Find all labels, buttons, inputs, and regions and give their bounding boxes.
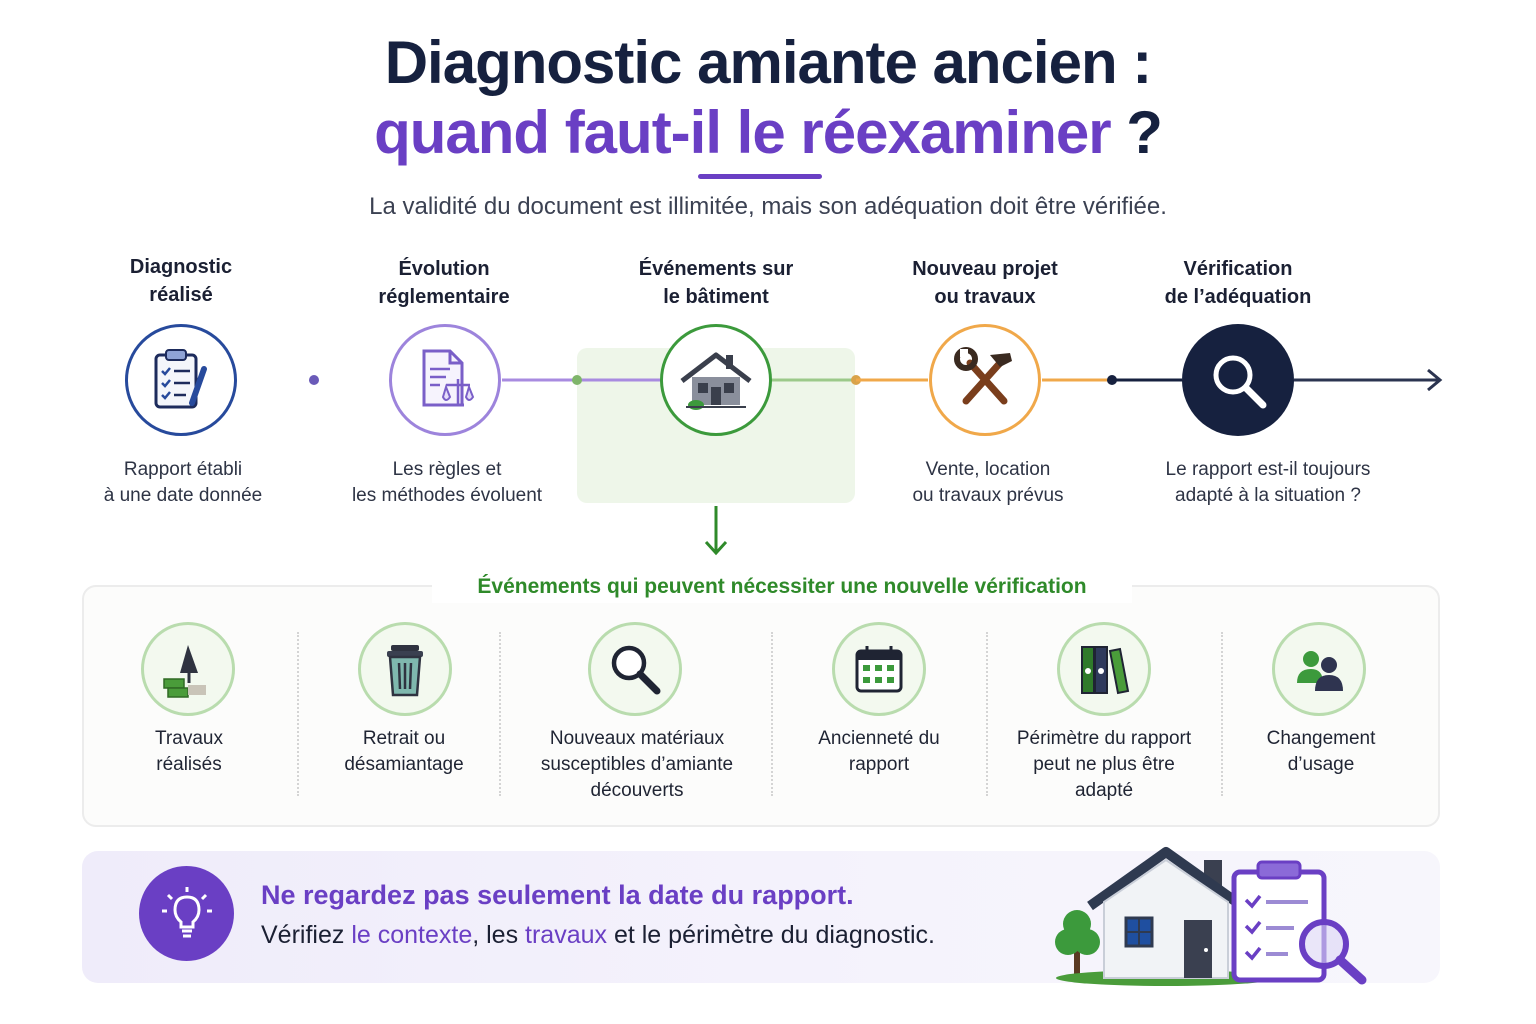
tip-highlight-works: travaux [525, 921, 608, 949]
event-circle-2 [358, 622, 452, 716]
binders-icon [1081, 646, 1130, 695]
step-circle-3 [660, 324, 772, 436]
subtitle: La validité du document est illimitée, m… [369, 193, 1167, 220]
trash-bin-icon [387, 645, 423, 697]
event-circle-5 [1057, 622, 1151, 716]
connector-dot-4 [1107, 375, 1117, 385]
event-circle-4 [832, 622, 926, 716]
connector-dot-2 [572, 375, 582, 385]
title-question-mark: ? [1110, 99, 1163, 166]
title-accent: quand faut-il le réexaminer [374, 99, 1112, 166]
title-underline [698, 174, 822, 179]
event-separator [771, 632, 773, 796]
event-circle-6 [1272, 622, 1366, 716]
event-separator [986, 632, 988, 796]
document-scale-icon [422, 349, 475, 407]
down-arrow-head [704, 540, 728, 556]
lightbulb-icon [161, 886, 212, 937]
magnifier-icon [611, 645, 661, 695]
event-separator [297, 632, 299, 796]
events-title: Événements qui peuvent nécessiter une no… [432, 571, 1132, 603]
users-icon [1297, 651, 1343, 691]
clipboard-checklist-icon [154, 349, 207, 409]
tip-highlight-context: le contexte [351, 921, 473, 949]
hammer-wrench-icon [954, 347, 1012, 405]
event-separator [1221, 632, 1223, 796]
tip-text: Vérifiez le contexte, les travaux et le … [261, 921, 935, 949]
events-panel [82, 585, 1440, 827]
step-circle-1 [125, 324, 237, 436]
magnifier-icon [1213, 355, 1267, 409]
arrow-head [1427, 368, 1443, 392]
tip-icon-circle [139, 866, 234, 961]
calendar-icon [855, 646, 903, 693]
house-clipboard-illustration [1055, 847, 1367, 986]
event-separator [499, 632, 501, 796]
event-circle-1 [141, 622, 235, 716]
trowel-bricks-icon [163, 645, 206, 698]
connector-dot-1 [309, 375, 319, 385]
step-circle-5 [1182, 324, 1294, 436]
tip-headline: Ne regardez pas seulement la date du rap… [261, 880, 854, 910]
step-circle-4 [929, 324, 1041, 436]
page-title-question: quand faut-il le réexaminer ? [0, 98, 1536, 167]
page-title: Diagnostic amiante ancien : [384, 29, 1153, 96]
house-icon [680, 352, 752, 410]
event-circle-3 [588, 622, 682, 716]
step-circle-2 [389, 324, 501, 436]
